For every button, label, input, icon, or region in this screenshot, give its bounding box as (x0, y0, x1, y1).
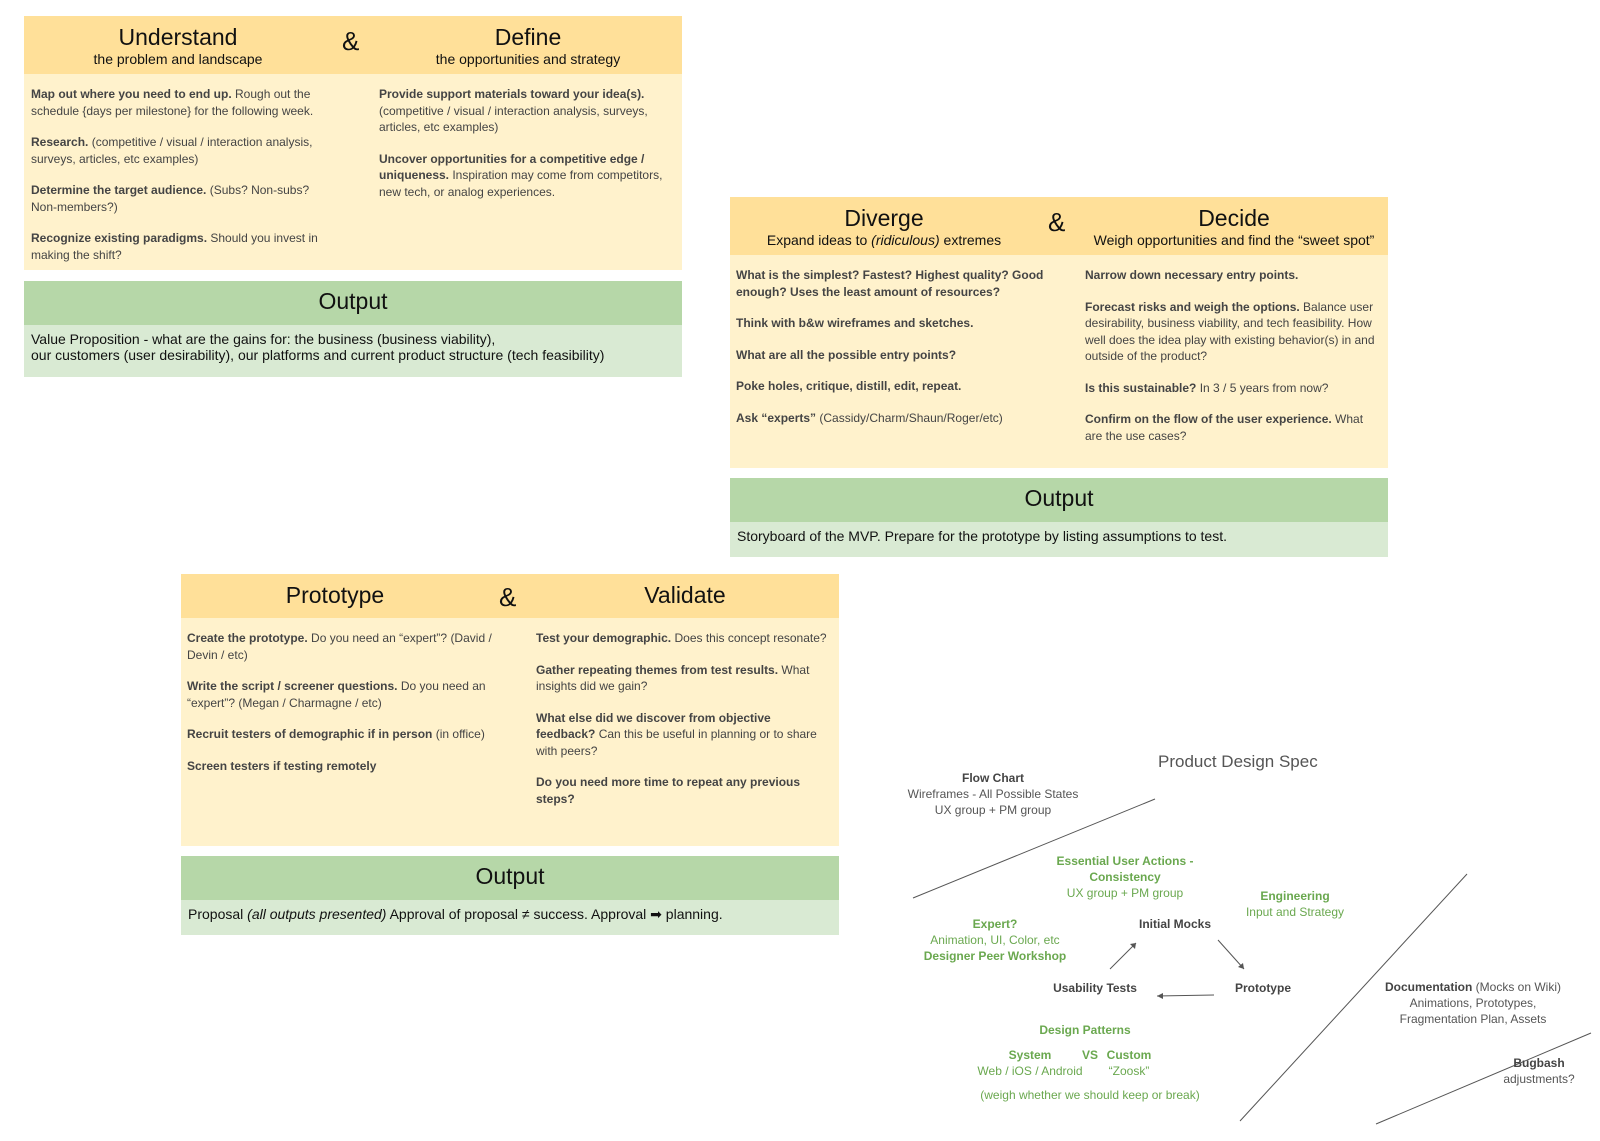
understand-subtitle: the problem and landscape (93, 51, 263, 67)
diverge-heading: Diverge Expand ideas to (ridiculous) ext… (730, 197, 1038, 249)
system-label: System Web / iOS / Android (977, 1048, 1083, 1078)
define-subtitle: the opportunities and strategy (435, 51, 621, 67)
usability-tests-label: Usability Tests (1053, 981, 1137, 995)
output-text: Proposal (all outputs presented) Approva… (181, 900, 839, 935)
divider-line (1375, 1032, 1592, 1125)
list-item: Uncover opportunities for a competitive … (379, 151, 663, 199)
list-item: Screen testers if testing remotely (187, 758, 377, 773)
expert-label: Expert? Animation, UI, Color, etc Design… (923, 917, 1067, 963)
list-item: Poke holes, critique, distill, edit, rep… (736, 379, 962, 393)
arrow-line (1109, 942, 1137, 970)
validate-title: Validate (644, 582, 726, 608)
bugbash-label: Bugbash adjustments? (1503, 1056, 1575, 1086)
list-item: Narrow down necessary entry points. (1085, 268, 1299, 282)
ampersand: & (499, 582, 517, 612)
ampersand: & (1048, 207, 1066, 237)
design-patterns-label: Design Patterns (1039, 1023, 1131, 1037)
understand-define-panel: Understand the problem and landscape & D… (24, 16, 682, 378)
documentation-label: Documentation (Mocks on Wiki) Animations… (1384, 980, 1561, 1026)
weigh-note: (weigh whether we should keep or break) (980, 1088, 1200, 1102)
ampersand: & (342, 26, 360, 56)
panel-body: Map out where you need to end up. Rough … (24, 74, 682, 270)
define-title: Define (494, 24, 562, 50)
prototype-label: Prototype (1234, 981, 1291, 995)
validate-list: Test your demographic. Does this concept… (536, 630, 832, 822)
initial-mocks-label: Initial Mocks (1138, 917, 1212, 931)
list-item: What are all the possible entry points? (736, 347, 957, 362)
list-item: Think with b&w wireframes and sketches. (736, 316, 974, 330)
output-title: Output (730, 478, 1388, 522)
decide-title: Decide (1198, 205, 1270, 231)
diverge-subtitle: Expand ideas to (ridiculous) extremes (766, 232, 1002, 248)
arrow-line (1217, 939, 1245, 970)
list-item: Ask “experts” (Cassidy/Charm/Shaun/Roger… (736, 410, 1003, 425)
decide-subtitle: Weigh opportunities and find the “sweet … (1093, 232, 1375, 248)
divider-line (1239, 873, 1468, 1122)
custom-label: Custom “Zoosk” (1106, 1048, 1152, 1078)
panel-header: Prototype & Validate (181, 574, 839, 618)
panel-body: What is the simplest? Fastest? Highest q… (730, 255, 1388, 468)
output-text: Storyboard of the MVP. Prepare for the p… (730, 522, 1388, 557)
divider-line (912, 798, 1156, 899)
panel-header: Understand the problem and landscape & D… (24, 16, 682, 74)
decide-list: Narrow down necessary entry points. Fore… (1085, 267, 1381, 459)
diagram-title: Product Design Spec (1158, 752, 1318, 771)
vs-label: VS (1081, 1048, 1098, 1062)
list-item: Is this sustainable? In 3 / 5 years from… (1085, 380, 1329, 395)
list-item: Research. (competitive / visual / intera… (31, 135, 313, 166)
list-item: Recruit testers of demographic if in per… (187, 727, 485, 741)
list-item: Do you need more time to repeat any prev… (536, 775, 801, 806)
list-item: Map out where you need to end up. Rough … (31, 87, 314, 118)
list-item: Recognize existing paradigms. Should you… (31, 231, 318, 262)
list-item: Create the prototype. Do you need an “ex… (187, 631, 492, 662)
list-item: Gather repeating themes from test result… (536, 662, 810, 694)
diverge-list: What is the simplest? Fastest? Highest q… (736, 267, 1046, 441)
panel-header: Diverge Expand ideas to (ridiculous) ext… (730, 197, 1388, 255)
panel-body: Create the prototype. Do you need an “ex… (181, 618, 839, 846)
output-title: Output (181, 856, 839, 900)
list-item: Write the script / screener questions. D… (187, 679, 486, 710)
prototype-title: Prototype (285, 582, 385, 608)
essential-actions-label: Essential User Actions - Consistency UX … (1056, 854, 1194, 900)
define-heading: Define the opportunities and strategy (374, 16, 682, 68)
define-list: Provide support materials toward your id… (379, 86, 669, 215)
arrow-head (1130, 943, 1136, 949)
list-item: Confirm on the flow of the user experien… (1085, 412, 1364, 443)
arrow-head (1238, 963, 1244, 969)
flow-chart-label: Flow Chart Wireframes - All Possible Sta… (907, 771, 1079, 817)
decide-heading: Decide Weigh opportunities and find the … (1080, 197, 1388, 249)
understand-title: Understand (118, 24, 238, 50)
prototype-heading: Prototype (181, 574, 489, 608)
prototype-list: Create the prototype. Do you need an “ex… (187, 630, 497, 789)
list-item: What is the simplest? Fastest? Highest q… (736, 268, 1044, 299)
list-item: Determine the target audience. (Subs? No… (31, 183, 310, 214)
list-item: Forecast risks and weigh the options. Ba… (1085, 299, 1375, 364)
list-item: Test your demographic. Does this concept… (536, 631, 827, 645)
arrow-line (1156, 994, 1215, 997)
output-title: Output (24, 281, 682, 325)
validate-heading: Validate (531, 574, 839, 608)
list-item: Provide support materials toward your id… (379, 87, 648, 134)
diverge-decide-panel: Diverge Expand ideas to (ridiculous) ext… (730, 197, 1388, 558)
diverge-title: Diverge (844, 205, 924, 231)
prototype-validate-panel: Prototype & Validate Create the prototyp… (181, 574, 839, 935)
list-item: What else did we discover from objective… (536, 710, 817, 758)
arrow-head (1157, 993, 1163, 999)
engineering-label: Engineering Input and Strategy (1245, 889, 1345, 919)
understand-heading: Understand the problem and landscape (24, 16, 332, 68)
output-text: Value Proposition - what are the gains f… (24, 325, 682, 377)
understand-list: Map out where you need to end up. Rough … (31, 86, 321, 278)
